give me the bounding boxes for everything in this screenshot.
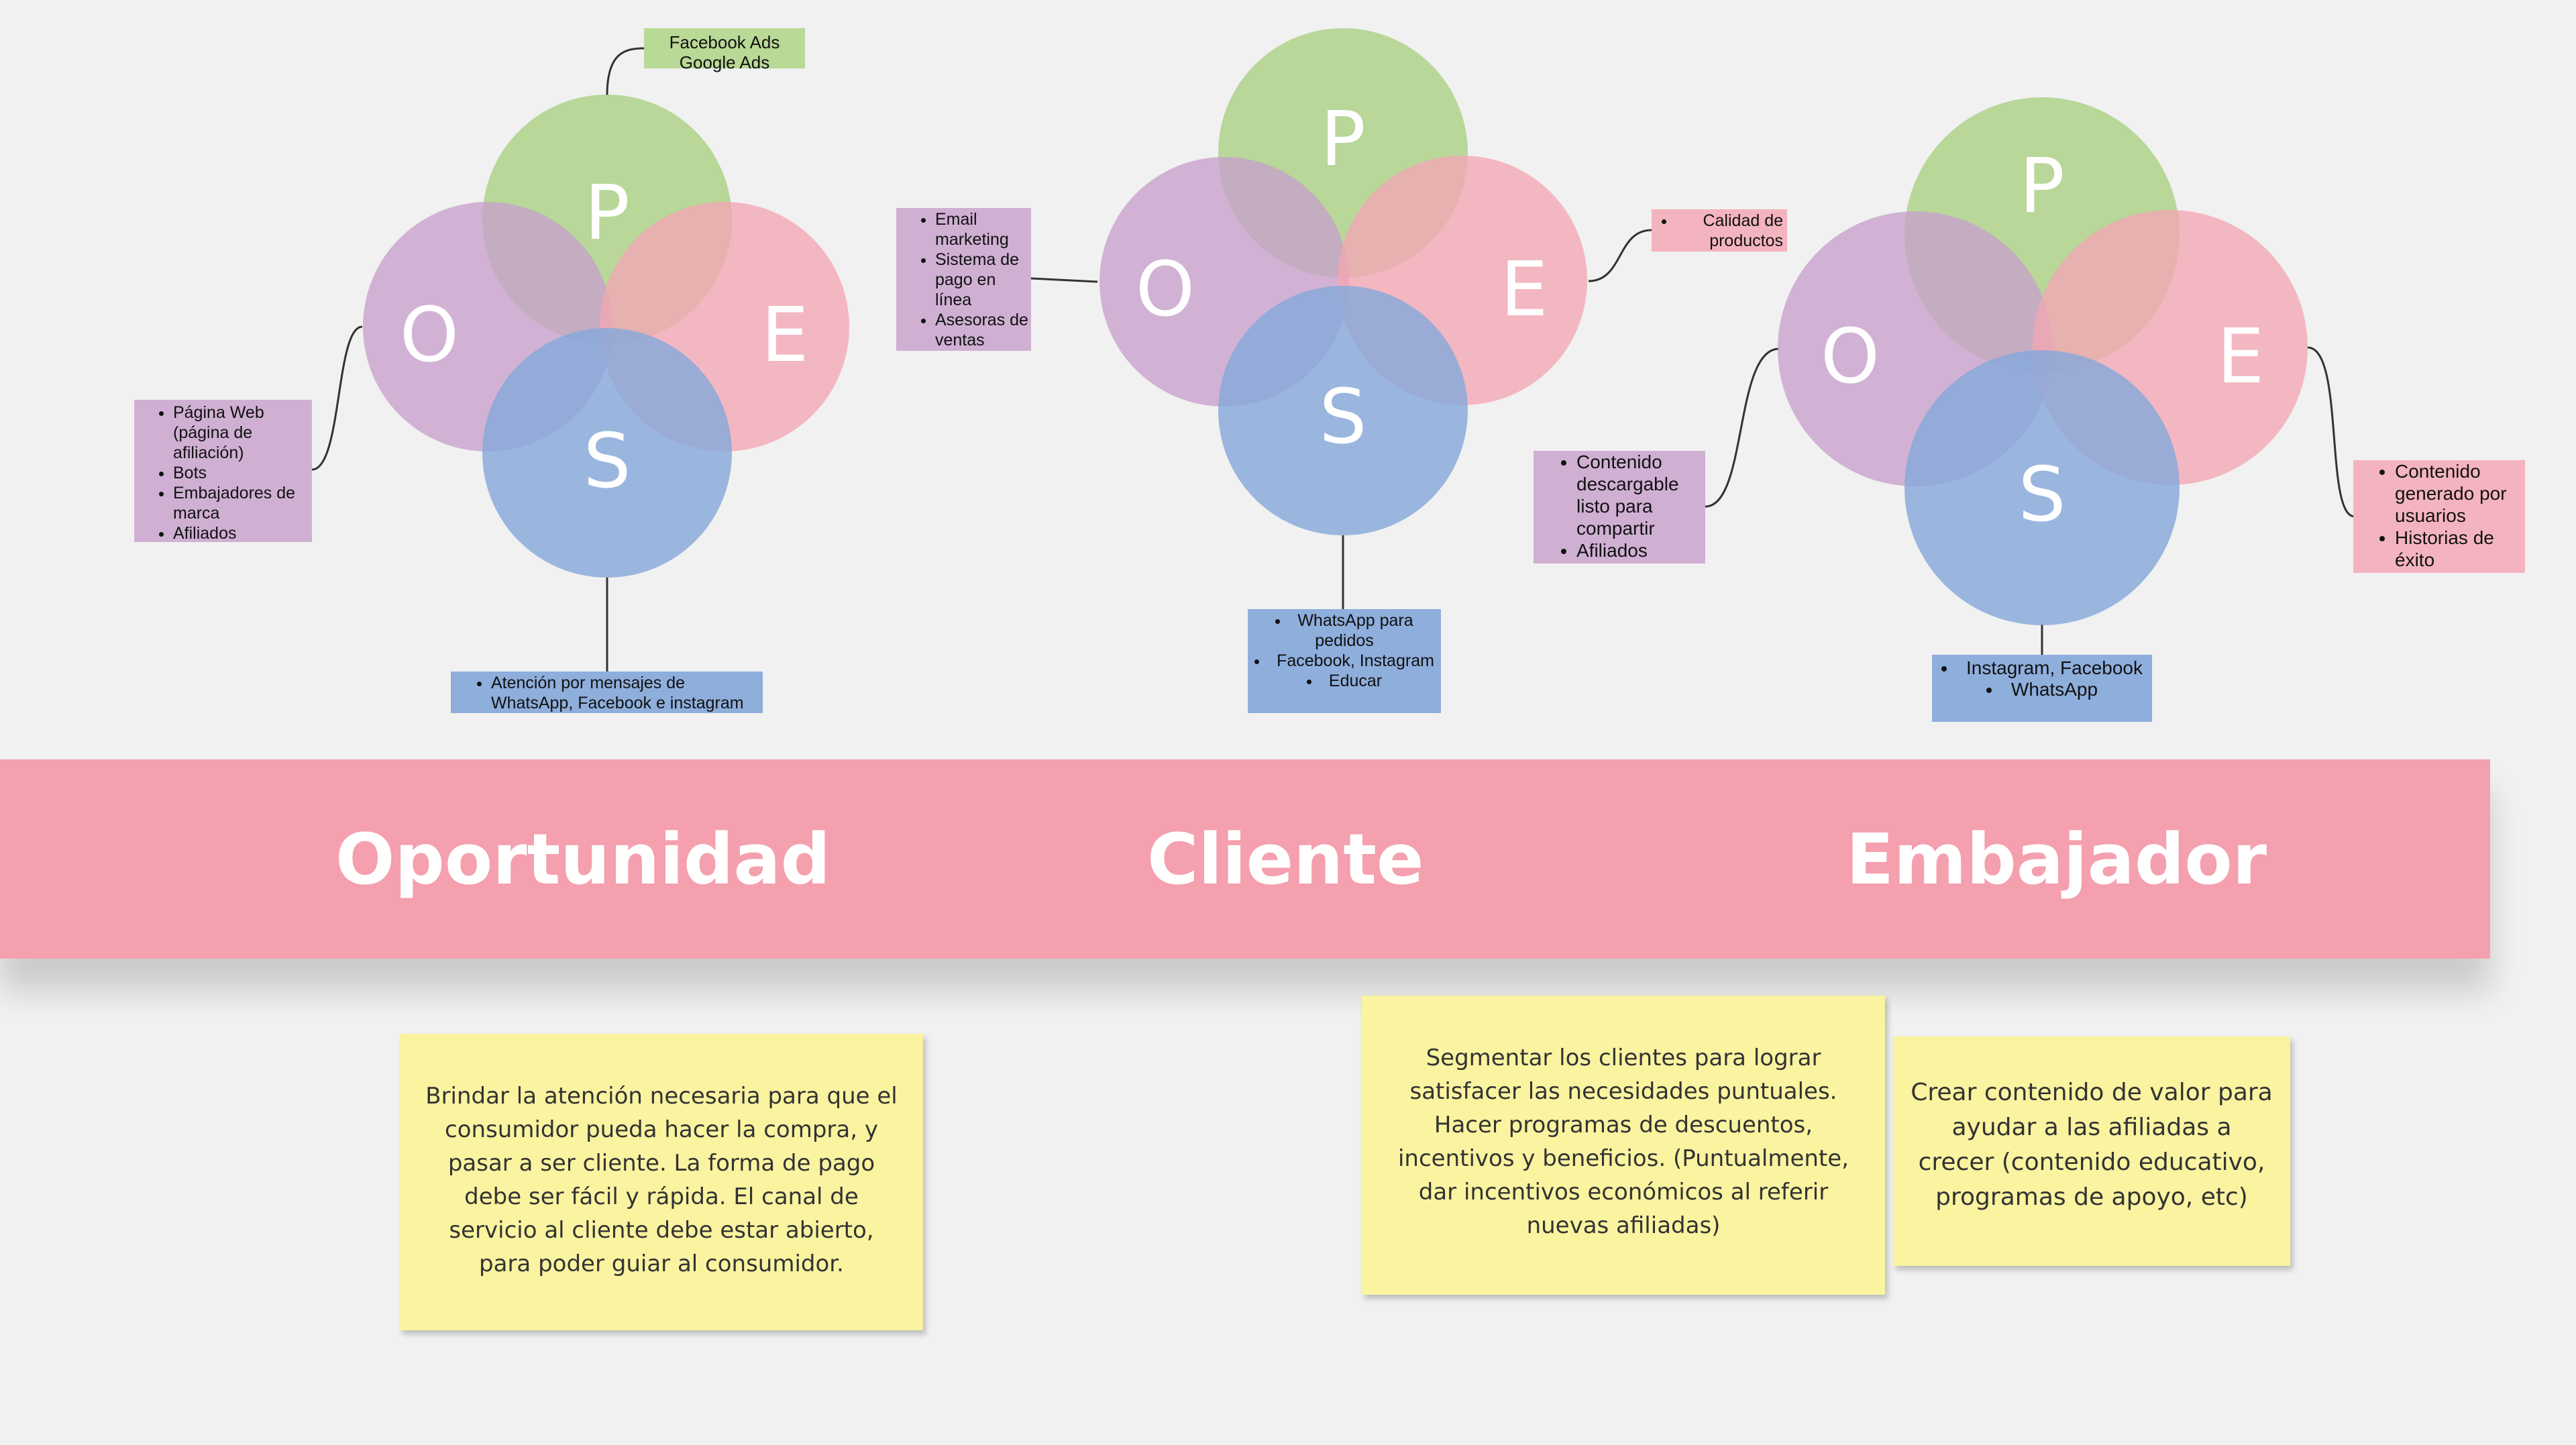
cliente-e-item: Calidad de productos [1676,211,1783,251]
note-oportunidad: Brindar la atención necesaria para que e… [400,1034,923,1330]
letter-o: O [1136,246,1195,333]
oportunidad-s-box: Atención por mensajes de WhatsApp, Faceb… [451,672,763,713]
letter-e: E [2217,313,2265,400]
circle-s [1904,350,2180,625]
cliente-o-box: Email marketing Sistema de pago en línea… [896,208,1031,351]
stage-band [0,759,2490,959]
oportunidad-p-item: Facebook Ads [669,32,780,52]
letter-s: S [1319,374,1366,461]
cliente-s-item: Facebook, Instagram [1248,651,1441,671]
venn-embajador: P O E S [1778,97,2308,625]
embajador-e-box: Contenido generado por usuarios Historia… [2353,460,2525,573]
letter-p: P [1320,96,1366,183]
connector-cliente-o [1030,277,1098,283]
letter-o: O [400,292,459,379]
note-cliente: Segmentar los clientes para lograr satis… [1362,996,1885,1295]
letter-e: E [761,292,809,379]
letter-s: S [2018,451,2065,539]
cliente-s-item: Educar [1248,671,1441,691]
stage-label-embajador: Embajador [1846,818,2267,900]
cliente-o-item: Email marketing [935,209,1031,250]
letter-e: E [1501,246,1548,333]
oportunidad-s-item: Atención por mensajes de WhatsApp, Faceb… [491,673,763,713]
connector-cliente-e [1588,229,1652,282]
embajador-s-item: WhatsApp [1941,679,2143,700]
letter-o: O [1821,313,1880,400]
cliente-s-item: WhatsApp para pedidos [1248,610,1441,651]
circle-s [1218,286,1468,535]
stage-label-cliente: Cliente [1147,818,1424,900]
cliente-o-item: Asesoras de ventas [935,310,1031,350]
note-cliente-text: Segmentar los clientes para lograr satis… [1397,1045,1849,1239]
venn-oportunidad: P O E S [363,95,849,578]
embajador-e-item: Contenido generado por usuarios [2395,460,2525,527]
embajador-s-box: Instagram, Facebook WhatsApp [1932,655,2152,722]
oportunidad-p-box: Facebook Ads Google Ads [644,28,805,72]
note-oportunidad-text: Brindar la atención necesaria para que e… [425,1083,898,1277]
embajador-o-box: Contenido descargable listo para compart… [1534,451,1705,564]
note-embajador-text: Crear contenido de valor para ayudar a l… [1911,1079,2273,1211]
connector-embajador-e [2307,346,2355,518]
letter-s: S [583,418,631,505]
letter-p: P [584,170,630,257]
embajador-o-item: Afiliados [1576,539,1705,561]
connector-oportunidad-o [311,325,363,471]
embajador-e-item: Historias de éxito [2395,527,2525,571]
connector-oportunidad-p [606,47,645,96]
cliente-o-item: Sistema de pago en línea [935,250,1031,310]
embajador-o-item: Contenido descargable listo para compart… [1576,451,1705,539]
circle-s [482,328,732,578]
oportunidad-o-item: Página Web (página de afiliación) [173,403,312,463]
letter-p: P [2019,143,2065,230]
oportunidad-p-item: Google Ads [679,52,770,72]
embajador-s-item: Instagram, Facebook [1941,657,2143,679]
oportunidad-o-item: Bots [173,463,312,483]
connectors [311,47,2355,672]
venn-cliente: P O E S [1099,28,1587,535]
cliente-e-box: Calidad de productos [1652,209,1787,252]
oportunidad-o-item: Afiliados [173,523,312,543]
oportunidad-o-box: Página Web (página de afiliación) Bots E… [134,400,312,543]
note-embajador: Crear contenido de valor para ayudar a l… [1893,1036,2290,1266]
cliente-s-box: WhatsApp para pedidos Facebook, Instagra… [1248,609,1441,713]
oportunidad-o-item: Embajadores de marca [173,483,312,523]
connector-embajador-o [1705,347,1780,508]
stage-label-oportunidad: Oportunidad [335,818,831,900]
